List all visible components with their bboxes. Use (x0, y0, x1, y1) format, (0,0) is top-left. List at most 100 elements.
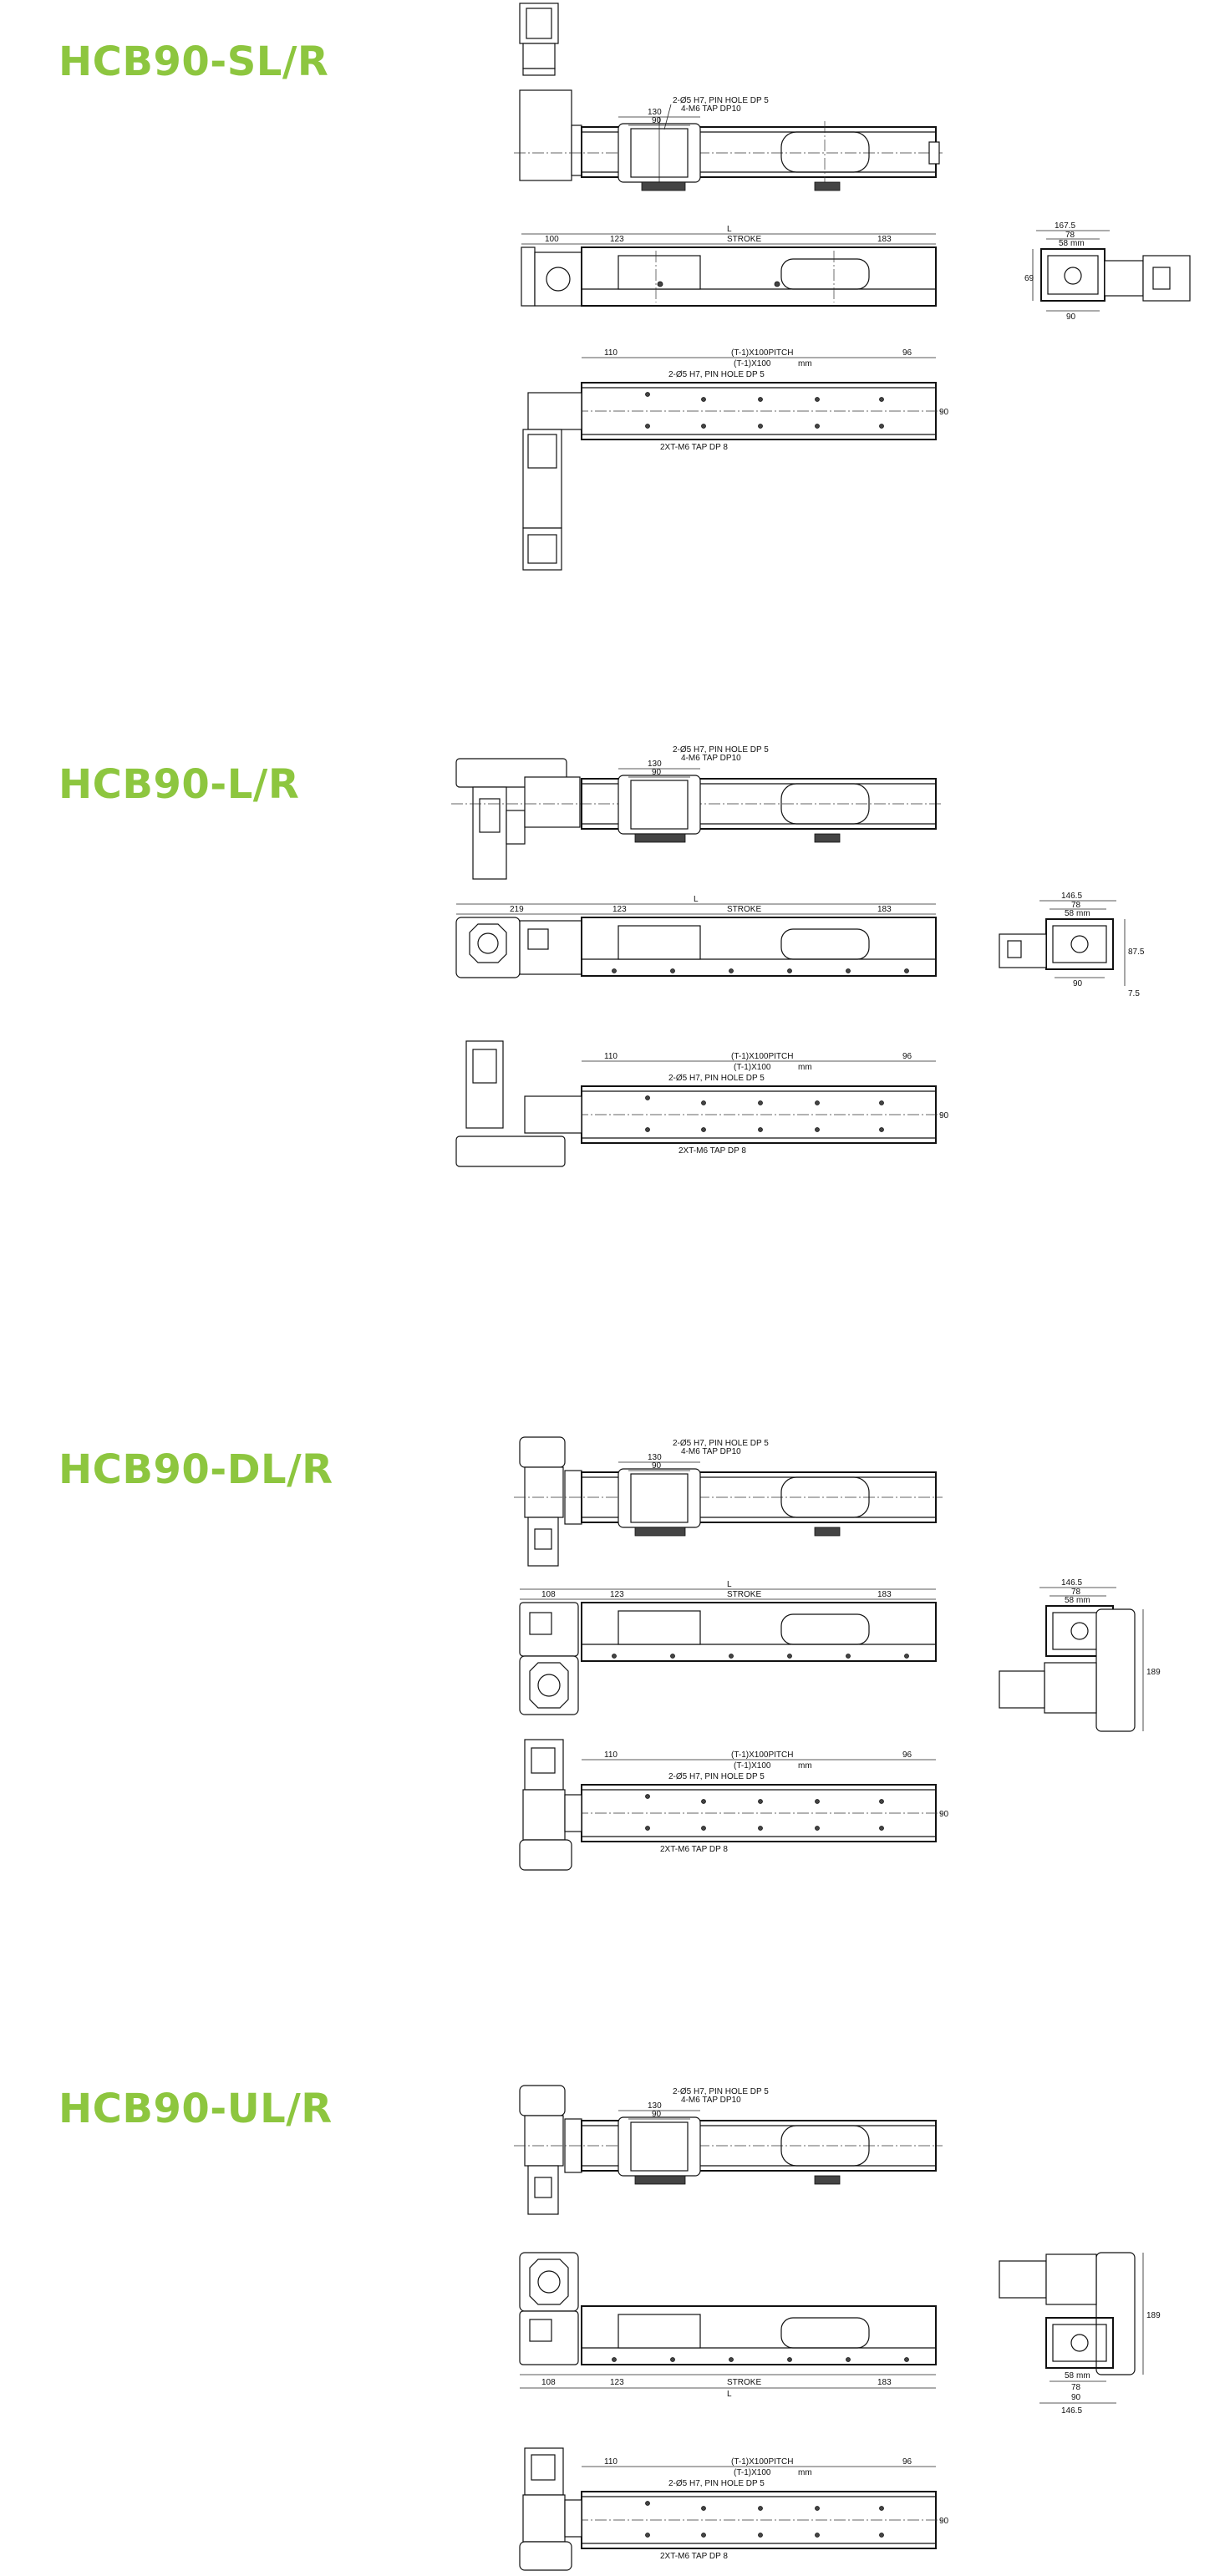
side-w1: 146.5 (1061, 892, 1082, 901)
dim-96: 96 (902, 1052, 912, 1061)
dim-left: 219 (510, 905, 524, 914)
dim-L: L (727, 225, 732, 234)
bottom-view: 110 (T-1)X100PITCH 96 (T-1)X100 mm 2-Ø5 … (455, 1040, 949, 1167)
side-w3-unit: mm (1076, 1596, 1090, 1605)
side-view: 146.5 78 58 mm 87.5 7.5 90 (999, 892, 1145, 998)
side-h1: 189 (1146, 1668, 1161, 1677)
tap-label: 4-M6 TAP DP10 (681, 754, 741, 763)
dim-123: 123 (610, 2378, 624, 2387)
section-title: HCB90-SL/R (58, 38, 329, 85)
bot-pin-hole: 2-Ø5 H7, PIN HOLE DP 5 (668, 1772, 765, 1781)
front-view: 108 123 STROKE 183 L (519, 2252, 937, 2399)
dim-96: 96 (902, 1750, 912, 1760)
tap-label: 4-M6 TAP DP10 (681, 104, 741, 114)
tap-label: 4-M6 TAP DP10 (681, 1447, 741, 1456)
pitch2-label: (T-1)X100 (734, 359, 771, 368)
stroke-label: STROKE (727, 235, 761, 244)
top-view: 130 90 2-Ø5 H7, PIN HOLE DP 5 4-M6 TAP D… (514, 1436, 943, 1567)
dim-123: 123 (612, 905, 627, 914)
side-w1: 146.5 (1061, 2406, 1082, 2416)
side-w2: 78 (1071, 1588, 1081, 1597)
pitch2-unit: mm (798, 1761, 812, 1771)
side-h1: 189 (1146, 2311, 1161, 2320)
side-w3: 58 (1065, 909, 1075, 918)
side-h1: 87.5 (1128, 948, 1145, 957)
side-view: 167.5 78 58 mm 69 90 (1024, 221, 1191, 322)
tap-label-bottom: 2XT-M6 TAP DP 8 (660, 1845, 728, 1854)
bottom-view: 110 (T-1)X100PITCH 96 (T-1)X100 mm 2-Ø5 … (519, 2447, 949, 2571)
dim-left: 108 (541, 2378, 556, 2387)
side-w3: 58 (1065, 1596, 1075, 1605)
side-view: 189 58 mm 78 90 146.5 (999, 2252, 1161, 2416)
tap-label: 4-M6 TAP DP10 (681, 2096, 741, 2105)
pin-hole-label: 2-Ø5 H7, PIN HOLE DP 5 (673, 1439, 769, 1448)
pitch2-unit: mm (798, 1063, 812, 1072)
dim-96: 96 (902, 2457, 912, 2467)
pin-hole-label: 2-Ø5 H7, PIN HOLE DP 5 (673, 745, 769, 755)
side-w3: 58 (1065, 2371, 1075, 2380)
bot-h: 90 (939, 408, 949, 417)
stroke-label: STROKE (727, 905, 761, 914)
side-view: 146.5 78 58 mm 189 (999, 1578, 1161, 1732)
dim-183: 183 (877, 905, 892, 914)
top-view: 130 90 2-Ø5 H7, PIN HOLE DP 5 4-M6 TAP D… (514, 2085, 943, 2215)
dim-left: 108 (541, 1590, 556, 1599)
dim-123: 123 (610, 1590, 624, 1599)
bot-pin-hole: 2-Ø5 H7, PIN HOLE DP 5 (668, 2479, 765, 2488)
dim-L: L (694, 895, 699, 904)
pitch2-unit: mm (798, 2468, 812, 2477)
pitch-label: (T-1)X100PITCH (731, 1052, 793, 1061)
side-w1: 167.5 (1055, 221, 1075, 231)
bottom-view: 110 (T-1)X100PITCH 96 (T-1)X100 mm 2-Ø5 … (522, 348, 949, 571)
side-w3-unit: mm (1076, 2371, 1090, 2380)
side-w1: 146.5 (1061, 1578, 1082, 1588)
pitch2-label: (T-1)X100 (734, 2468, 771, 2477)
top-view: 130 90 2-Ø5 H7, PIN HOLE DP 5 4-M6 TAP D… (514, 3, 943, 191)
tap-label-bottom: 2XT-M6 TAP DP 8 (679, 1146, 746, 1156)
bot-pin-hole: 2-Ø5 H7, PIN HOLE DP 5 (668, 370, 765, 379)
dim-130: 130 (648, 2101, 662, 2111)
drawing-hcb90-l: 130 90 2-Ø5 H7, PIN HOLE DP 5 4-M6 TAP D… (451, 745, 1145, 1167)
side-w3: 58 (1059, 239, 1069, 248)
section-title: HCB90-L/R (58, 761, 300, 808)
dim-90: 90 (652, 768, 662, 777)
dim-130: 130 (648, 108, 662, 117)
drawing-hcb90-ul: 130 90 2-Ø5 H7, PIN HOLE DP 5 4-M6 TAP D… (514, 2085, 1161, 2571)
dim-110: 110 (604, 348, 618, 358)
top-view: 130 90 2-Ø5 H7, PIN HOLE DP 5 4-M6 TAP D… (451, 745, 943, 880)
side-w3-unit: mm (1076, 909, 1090, 918)
bot-h: 90 (939, 1111, 949, 1120)
side-w4: 90 (1071, 2393, 1081, 2402)
side-w2: 78 (1065, 231, 1075, 240)
dim-110: 110 (604, 1750, 618, 1760)
pitch-label: (T-1)X100PITCH (731, 348, 793, 358)
side-w4: 90 (1066, 312, 1076, 322)
dim-L: L (727, 1580, 732, 1589)
dim-130: 130 (648, 760, 662, 769)
front-view: L 100 123 STROKE 183 (521, 225, 937, 307)
side-w2: 78 (1071, 901, 1081, 910)
stroke-label: STROKE (727, 1590, 761, 1599)
drawing-hcb90-dl: 130 90 2-Ø5 H7, PIN HOLE DP 5 4-M6 TAP D… (514, 1436, 1161, 1871)
pitch2-label: (T-1)X100 (734, 1063, 771, 1072)
side-w3-unit: mm (1070, 239, 1085, 248)
section-title: HCB90-DL/R (58, 1446, 333, 1493)
dim-123: 123 (610, 235, 624, 244)
tap-label-bottom: 2XT-M6 TAP DP 8 (660, 2552, 728, 2561)
front-view: L 108 123 STROKE 183 (519, 1580, 937, 1715)
pitch-label: (T-1)X100PITCH (731, 2457, 793, 2467)
dim-110: 110 (604, 1052, 618, 1061)
stroke-label: STROKE (727, 2378, 761, 2387)
side-w2: 78 (1071, 2383, 1081, 2392)
section-title: HCB90-UL/R (58, 2086, 333, 2132)
side-w4: 90 (1073, 979, 1083, 988)
bot-h: 90 (939, 1810, 949, 1819)
tap-label-bottom: 2XT-M6 TAP DP 8 (660, 443, 728, 452)
drawing-hcb90-sl: 130 90 2-Ø5 H7, PIN HOLE DP 5 4-M6 TAP D… (514, 3, 1191, 571)
pitch-label: (T-1)X100PITCH (731, 1750, 793, 1760)
dim-90: 90 (652, 2110, 662, 2119)
dim-L: L (727, 2390, 732, 2399)
pitch2-label: (T-1)X100 (734, 1761, 771, 1771)
dim-90: 90 (652, 1461, 662, 1471)
pitch2-unit: mm (798, 359, 812, 368)
